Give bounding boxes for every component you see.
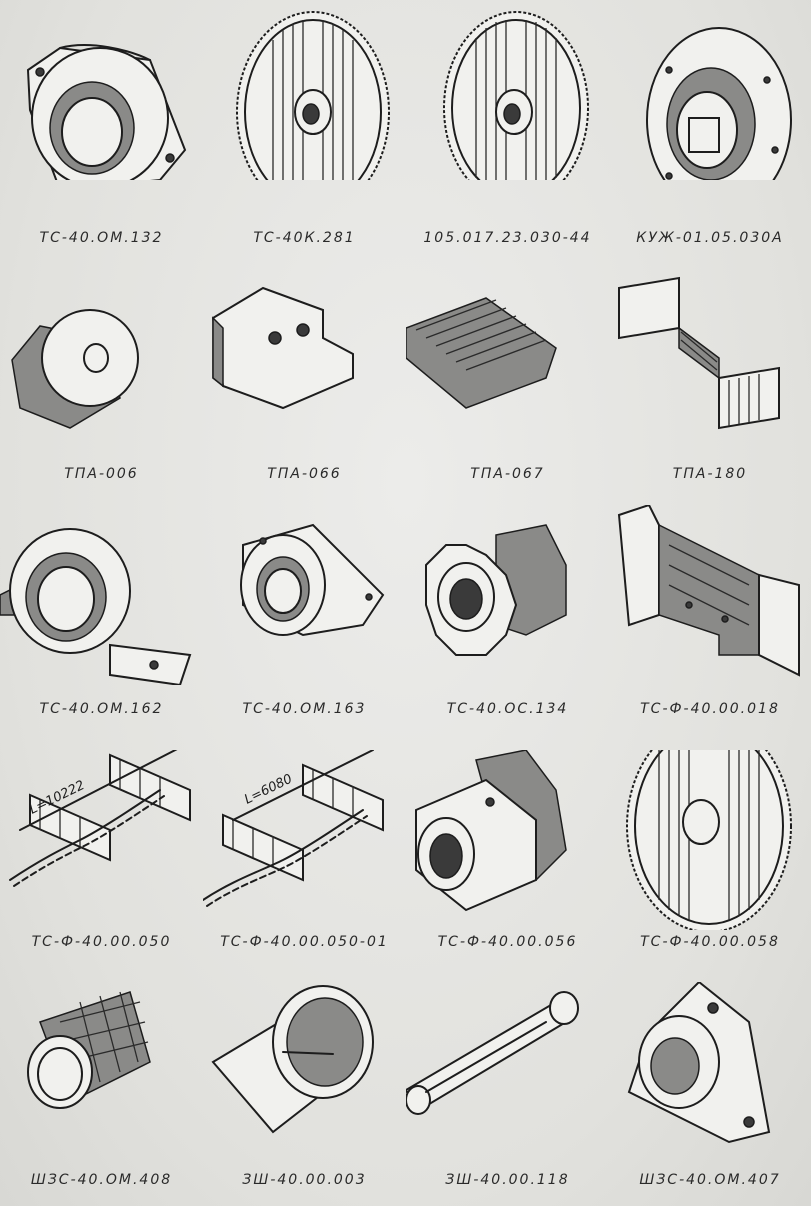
part-card: 105.017.23.030-44 (406, 0, 609, 268)
part-label: ТС-Ф-40.00.058 (640, 934, 780, 950)
part-card: ТПА-067 (406, 268, 609, 505)
part-card: ТС-Ф-40.00.058 (609, 750, 811, 982)
part-card: ШЗС-40.ОМ.407 (609, 982, 811, 1206)
pillow-block-bearing-icon (0, 528, 192, 685)
flange-bearing-housing-icon (240, 523, 385, 637)
sprocket-hub-icon (415, 750, 567, 912)
sprocket-hub-icon (425, 524, 567, 656)
sprocket-wheel-icon (236, 11, 390, 180)
part-card: ТПА-066 (203, 268, 406, 505)
scraper-slat-icon (618, 276, 780, 430)
scraper-bracket-icon (617, 505, 800, 677)
part-label: ЗШ-40.00.118 (445, 1172, 570, 1188)
knurled-sleeve-icon (27, 991, 151, 1109)
cylindrical-sleeve-icon (211, 985, 374, 1134)
part-label: ШЗС-40.ОМ.407 (639, 1172, 781, 1188)
part-card: ТС-Ф-40.00.056 (406, 750, 609, 982)
part-card: ТС-40К.281 (203, 0, 406, 268)
sprocket-flange-icon (646, 27, 792, 180)
part-card: ТС-40.ОМ.162 (0, 505, 203, 750)
friction-pad-icon (406, 297, 557, 409)
scraper-chain-icon: L=10222 (9, 750, 191, 887)
part-label: ШЗС-40.ОМ.408 (30, 1172, 173, 1188)
part-card: ТПА-180 (609, 268, 811, 505)
part-card: L=6080 ТС-Ф-40.00.050-01 (203, 750, 406, 982)
part-card: ЗШ-40.00.003 (203, 982, 406, 1206)
part-card: ТС-40.ОМ.132 (0, 0, 203, 268)
part-label: ТПА-066 (267, 466, 342, 482)
pin-axle-icon (406, 991, 579, 1115)
part-label: ТС-40.ОМ.132 (39, 230, 164, 246)
part-label: ТС-40К.281 (253, 230, 356, 246)
part-label: ТС-40.ОМ.162 (39, 701, 164, 717)
part-label: ТС-Ф-40.00.050 (31, 934, 172, 950)
part-card: L=10222 ТС-Ф-40.00.050 (0, 750, 203, 982)
flanged-bushing-icon (11, 309, 139, 429)
part-label: КУЖ-01.05.030А (636, 230, 784, 246)
part-card: ШЗС-40.ОМ.408 (0, 982, 203, 1206)
sprocket-wheel-icon (443, 11, 589, 180)
sprocket-wheel-icon (626, 750, 792, 930)
part-card: ТС-40.ОМ.163 (203, 505, 406, 750)
part-label: ТС-40.ОС.134 (446, 701, 569, 717)
part-label: ТПА-006 (64, 466, 139, 482)
part-label: ТС-Ф-40.00.050-01 (220, 934, 389, 950)
part-card: ТС-40.ОС.134 (406, 505, 609, 750)
part-card: ТС-Ф-40.00.018 (609, 505, 811, 750)
part-label: ТС-Ф-40.00.018 (640, 701, 780, 717)
part-card: ЗШ-40.00.118 (406, 982, 609, 1206)
flange-bearing-housing-icon (26, 44, 187, 180)
triangular-flange-housing-icon (627, 982, 771, 1144)
part-label: ТПА-067 (470, 466, 545, 482)
part-label: ТС-Ф-40.00.056 (437, 934, 578, 950)
scraper-chain-icon: L=6080 (203, 750, 384, 907)
part-label: 105.017.23.030-44 (423, 230, 592, 246)
part-label: ЗШ-40.00.003 (242, 1172, 367, 1188)
clamp-block-icon (211, 286, 354, 410)
part-label: ТС-40.ОМ.163 (242, 701, 367, 717)
part-card: КУЖ-01.05.030А (609, 0, 811, 268)
part-label: ТПА-180 (672, 466, 748, 482)
part-card: ТПА-006 (0, 268, 203, 505)
